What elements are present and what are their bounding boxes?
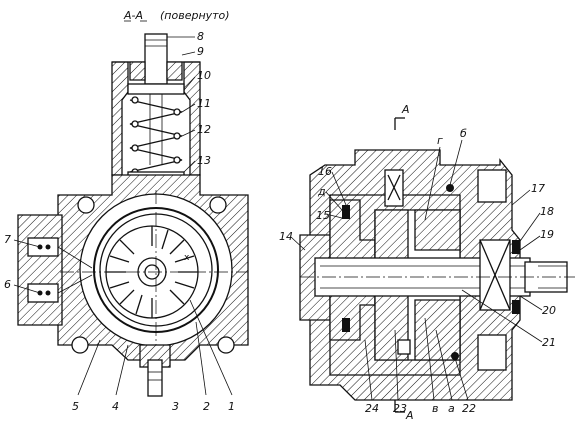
label-7: 7 [4,233,11,246]
label-10: 10 [197,69,211,82]
label-17: 17 [531,182,545,195]
left-view-labels: 8 9 10 11 12 13 7 6 5 4 3 2 1 [4,30,235,413]
label-16: 16 [318,165,332,178]
bottom-screw [139,344,171,397]
label-d: д [317,185,326,198]
spring-seat-upper [127,83,185,95]
label-6: 6 [4,278,11,291]
section-title-label: А-А [123,9,143,22]
left-section-view: x [17,33,249,397]
label-14: 14 [279,230,293,243]
pump-body-left [57,174,249,361]
label-15: 15 [316,209,330,222]
label-a: а [448,402,455,415]
label-21: 21 [542,336,556,349]
valve-housing [111,33,201,181]
section-mark-top-label: А [401,103,410,116]
label-11: 11 [197,97,211,110]
small-valve [384,169,454,207]
label-3: 3 [172,400,179,413]
label-b-top: б [460,127,467,140]
label-4: 4 [112,400,119,413]
bearing [479,239,520,314]
adjusting-screw [144,33,168,85]
top-port [477,169,507,203]
label-g: г [437,134,443,147]
label-2: 2 [203,400,210,413]
label-19: 19 [540,228,554,241]
label-v: в [432,402,438,415]
svg-text:x: x [184,253,190,263]
section-title: А-А (повернуто) [123,9,230,22]
label-12: 12 [197,123,211,136]
label-23: 23 [393,402,407,415]
label-1: 1 [228,400,235,413]
port-block [17,214,93,326]
label-20: 20 [542,304,556,317]
right-view-labels: 16 д 15 14 г б 17 18 19 20 21 24 23 в а … [279,127,556,415]
label-8: 8 [197,30,204,43]
section-mark-bottom: А [394,400,414,422]
label-24: 24 [365,402,379,415]
section-mark-bottom-label: А [405,409,414,422]
section-mark-top: А [394,103,410,130]
label-9: 9 [197,45,204,58]
right-section-view: А А [299,103,575,422]
label-22: 22 [462,402,476,415]
label-18: 18 [540,205,554,218]
section-title-note: (повернуто) [160,9,230,22]
label-5: 5 [72,400,79,413]
label-13: 13 [197,154,211,167]
